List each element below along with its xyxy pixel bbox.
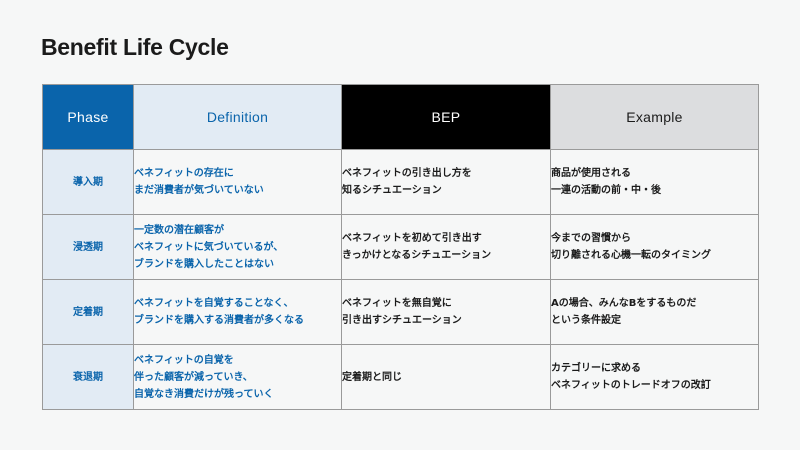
example-line: 一連の活動の前・中・後	[551, 185, 661, 196]
page-title: Benefit Life Cycle	[41, 34, 229, 60]
table-row: 浸透期 一定数の潜在顧客が ベネフィットに気づいているが、 ブランドを購入したこ…	[42, 214, 759, 280]
example-line: カテゴリーに求める	[551, 363, 641, 374]
definition-line: ブランドを購入する消費者が多くなる	[134, 315, 304, 326]
table-row: 定着期 ベネフィットを自覚することなく、 ブランドを購入する消費者が多くなる ベ…	[42, 279, 759, 345]
definition-cell: ベネフィットの存在に まだ消費者が気づいていない	[133, 149, 342, 215]
bep-cell: 定着期と同じ	[341, 344, 551, 410]
definition-line: ベネフィットの存在に	[134, 168, 234, 179]
table-row: 導入期 ベネフィットの存在に まだ消費者が気づいていない ベネフィットの引き出し…	[42, 149, 759, 215]
definition-line: ベネフィットに気づいているが、	[134, 241, 284, 253]
benefit-life-cycle-table: Phase Definition BEP Example 導入期 ベネフィットの…	[42, 84, 759, 410]
definition-line: ベネフィットを自覚することなく、	[134, 298, 294, 309]
header-row: Phase Definition BEP Example	[42, 84, 759, 150]
example-line: ベネフィットのトレードオフの改訂	[551, 380, 711, 391]
definition-cell: ベネフィットの自覚を 伴った顧客が減っていき、 自覚なき消費だけが残っていく	[133, 344, 342, 410]
phase-cell: 衰退期	[42, 344, 134, 410]
definition-line: ブランドを購入したことはない	[134, 258, 274, 270]
example-line: という条件設定	[551, 315, 621, 326]
definition-line: まだ消費者が気づいていない	[134, 185, 264, 196]
example-cell: カテゴリーに求める ベネフィットのトレードオフの改訂	[550, 344, 759, 410]
example-cell: 商品が使用される 一連の活動の前・中・後	[550, 149, 759, 215]
bep-line: 知るシチュエーション	[342, 185, 442, 196]
example-line: 今までの習慣から	[551, 233, 631, 244]
bep-line: ベネフィットを初めて引き出す	[342, 233, 482, 244]
bep-line: ベネフィットを無自覚に	[342, 298, 452, 309]
example-line: Aの場合、みんなBをするものだ	[551, 298, 697, 309]
bep-line: ベネフィットの引き出し方を	[342, 168, 472, 179]
definition-cell: 一定数の潜在顧客が ベネフィットに気づいているが、 ブランドを購入したことはない	[133, 214, 342, 280]
header-bep: BEP	[341, 84, 551, 150]
phase-cell: 導入期	[42, 149, 134, 215]
definition-line: 自覚なき消費だけが残っていく	[134, 388, 274, 400]
header-example: Example	[550, 84, 759, 150]
example-cell: Aの場合、みんなBをするものだ という条件設定	[550, 279, 759, 345]
header-phase: Phase	[42, 84, 134, 150]
example-cell: 今までの習慣から 切り離される心機一転のタイミング	[550, 214, 759, 280]
definition-line: 一定数の潜在顧客が	[134, 224, 224, 236]
example-line: 商品が使用される	[551, 168, 631, 179]
bep-line: きっかけとなるシチュエーション	[342, 250, 492, 261]
bep-cell: ベネフィットを初めて引き出す きっかけとなるシチュエーション	[341, 214, 551, 280]
table-row: 衰退期 ベネフィットの自覚を 伴った顧客が減っていき、 自覚なき消費だけが残って…	[42, 344, 759, 410]
bep-line: 定着期と同じ	[342, 371, 402, 383]
definition-cell: ベネフィットを自覚することなく、 ブランドを購入する消費者が多くなる	[133, 279, 342, 345]
definition-line: 伴った顧客が減っていき、	[134, 371, 253, 383]
definition-line: ベネフィットの自覚を	[134, 354, 234, 366]
phase-cell: 浸透期	[42, 214, 134, 280]
phase-cell: 定着期	[42, 279, 134, 345]
bep-cell: ベネフィットの引き出し方を 知るシチュエーション	[341, 149, 551, 215]
header-definition: Definition	[133, 84, 342, 150]
bep-cell: ベネフィットを無自覚に 引き出すシチュエーション	[341, 279, 551, 345]
bep-line: 引き出すシチュエーション	[342, 315, 462, 326]
example-line: 切り離される心機一転のタイミング	[551, 250, 711, 261]
